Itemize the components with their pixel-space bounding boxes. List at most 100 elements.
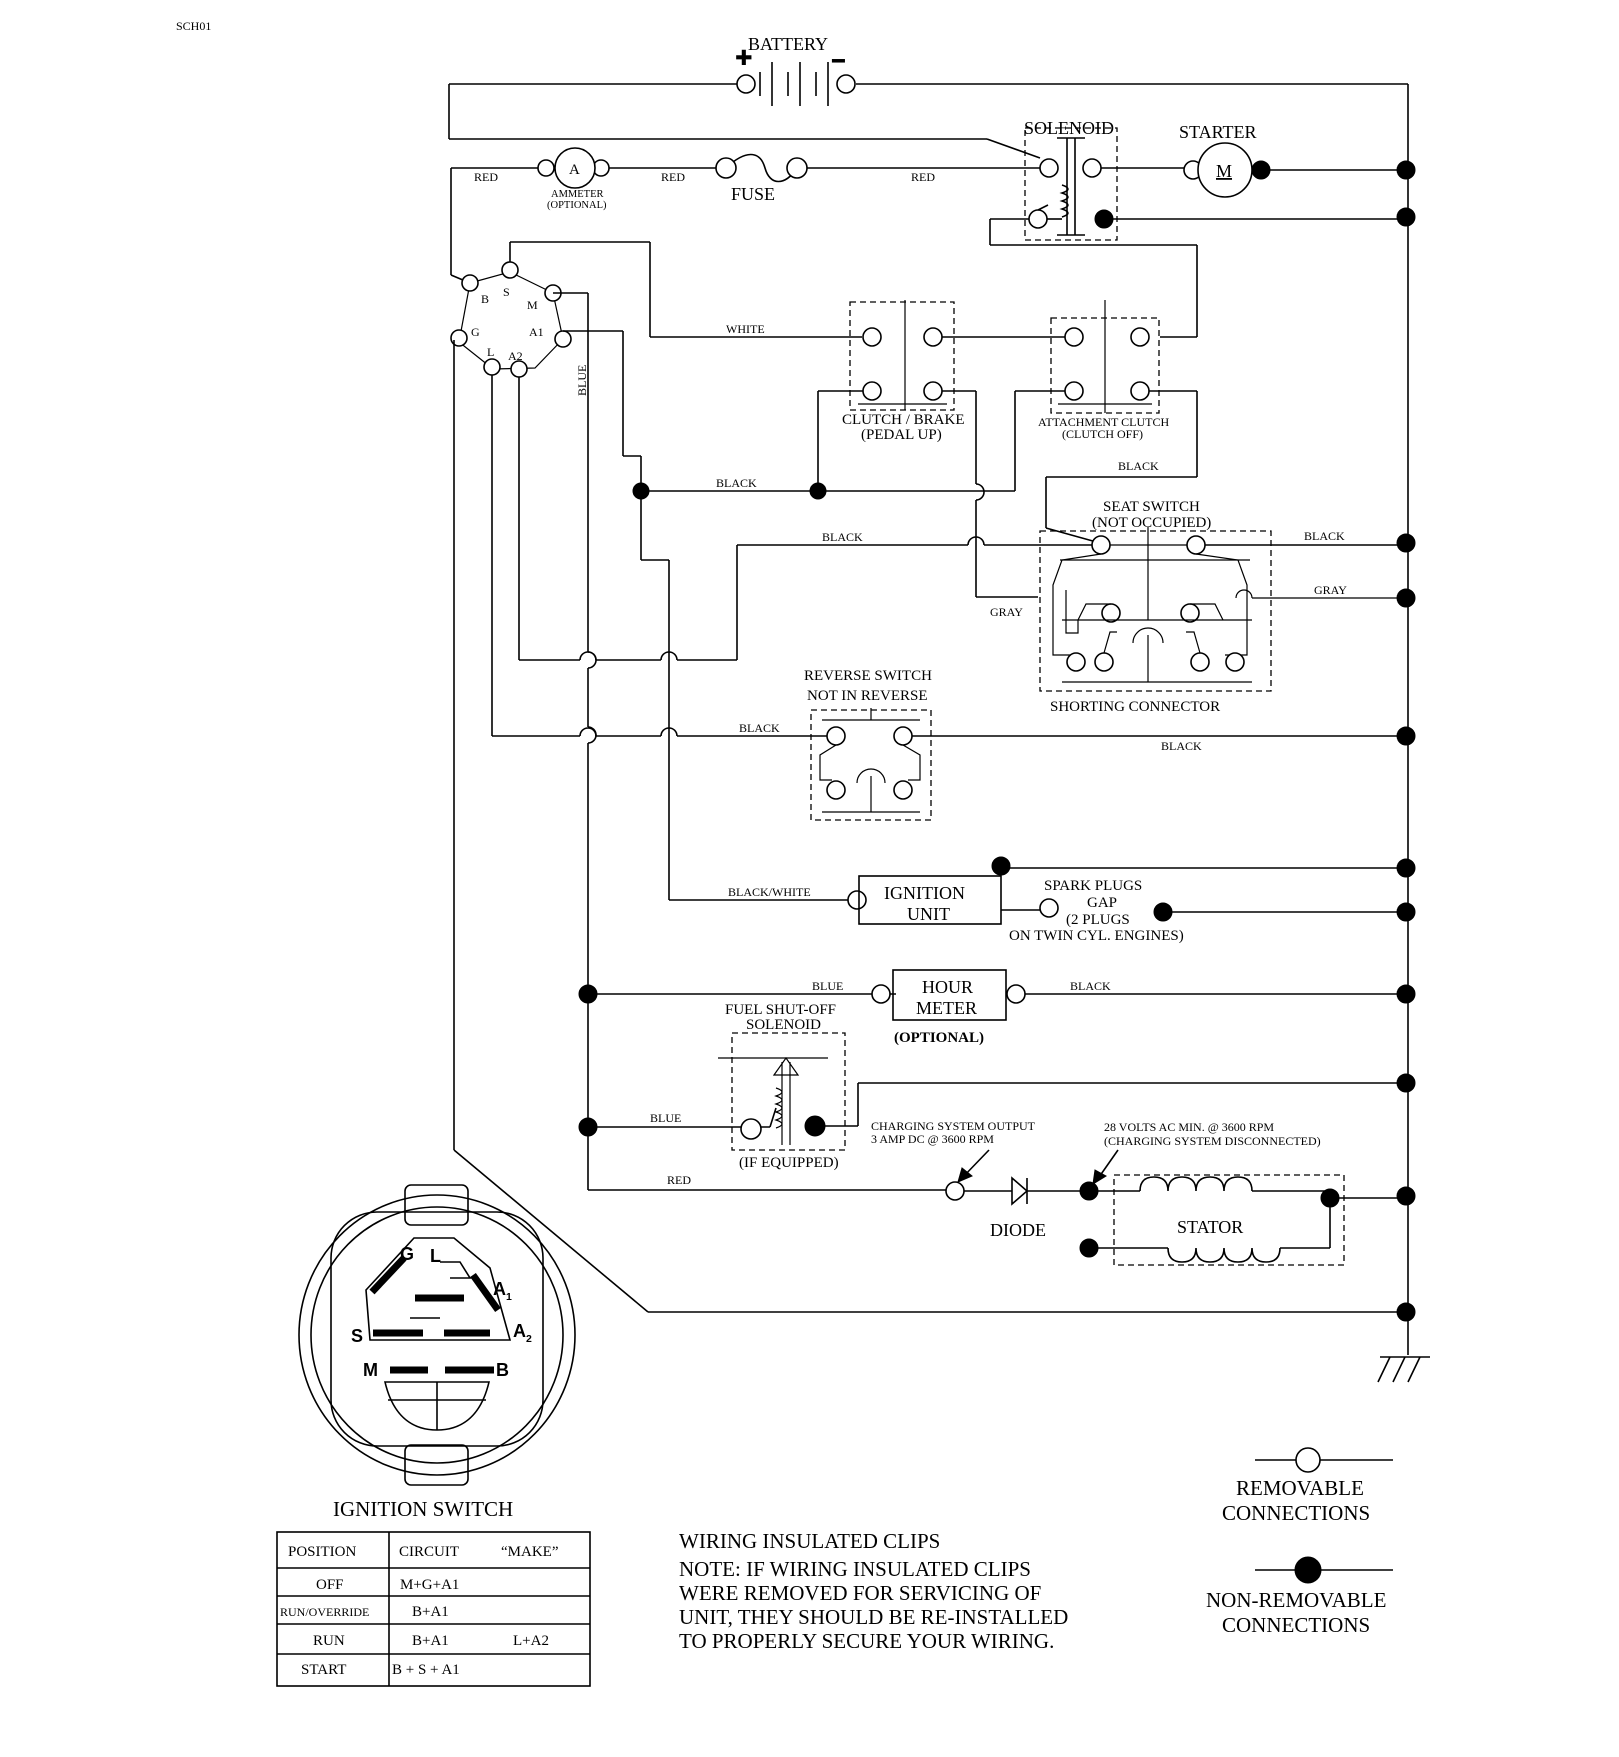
switch-face-A1-sub: 1 [506,1291,512,1303]
starter-solenoid [989,127,1416,338]
switch-face-S: S [351,1326,363,1346]
legend-removable-1: REMOVABLE [1236,1476,1364,1500]
wire-label-white: WHITE [726,322,765,336]
reverse-switch [810,708,1416,821]
switch-face-G: G [400,1244,414,1264]
switch-face-M: M [363,1360,378,1380]
terminal-B: B [481,292,489,306]
attachment-clutch-label: ATTACHMENT CLUTCH [1038,415,1169,429]
removable-connection-icon [1295,1447,1321,1473]
ignition-switch-label: IGNITION SWITCH [333,1497,513,1521]
ignition-unit-label-1: IGNITION [884,883,965,903]
diode-label: DIODE [990,1220,1046,1240]
charging-system [945,1149,1416,1266]
a2-l-wires [491,375,1093,737]
starter-motor-icon: M [1216,161,1232,181]
wire-label-red-3: RED [911,170,935,184]
ammeter-optional-label: (OPTIONAL) [547,200,607,211]
stator-label: STATOR [1177,1217,1243,1237]
reverse-switch-label: REVERSE SWITCH [804,668,932,684]
note-title: WIRING INSULATED CLIPS [679,1529,940,1553]
seat-switch [976,527,1416,692]
battery-label: BATTERY [748,34,828,54]
legend [1255,1447,1393,1584]
blue-wire [553,292,1408,1191]
note-line-3: UNIT, THEY SHOULD BE RE-INSTALLED [679,1605,1068,1629]
table-row-override-position: RUN/OVERRIDE [280,1605,369,1619]
seat-switch-state: (NOT OCCUPIED) [1092,515,1211,531]
switch-face-A2-sub: 2 [526,1333,532,1345]
table-header-circuit: CIRCUIT [399,1544,459,1560]
table-row-run-circuit: B+A1 [412,1633,449,1649]
switch-face-A2: A [513,1321,526,1341]
wire-label-blue-vertical: BLUE [575,365,589,396]
terminal-G: G [471,325,480,339]
hour-meter-label-1: HOUR [922,977,973,997]
table-row-run-extra: L+A2 [513,1633,549,1649]
table-row-off-circuit: M+G+A1 [400,1577,459,1593]
wire-label-black-reverse-right: BLACK [1161,739,1202,753]
battery-plus-icon: ✚ [735,47,753,70]
ignition-unit-label-2: UNIT [907,904,950,924]
wire-label-blue-fuel: BLUE [650,1111,681,1125]
hour-meter-label-2: METER [916,998,977,1018]
fuel-solenoid-label-1: FUEL SHUT-OFF [725,1002,836,1018]
table-row-off-position: OFF [316,1577,344,1593]
attachment-clutch-switch [1014,300,1198,544]
spark-plugs-label-1: SPARK PLUGS [1044,878,1142,894]
fuel-solenoid-label-2: SOLENOID [746,1017,821,1033]
table-row-start-circuit: B + S + A1 [392,1662,460,1678]
stator-volts-label-1: 28 VOLTS AC MIN. @ 3600 RPM [1104,1120,1274,1134]
switch-face-A1: A [493,1279,506,1299]
ground-bus [1377,84,1430,1383]
clutch-brake-label: CLUTCH / BRAKE [842,412,965,428]
table-header-make: “MAKE” [501,1544,558,1560]
battery: ✚ ━ [448,47,1408,159]
terminal-L: L [487,345,494,359]
white-wire [509,241,1065,338]
black-clutch-bus [563,330,1015,901]
charging-output-label-2: 3 AMP DC @ 3600 RPM [871,1132,994,1146]
legend-nonremovable-1: NON-REMOVABLE [1206,1588,1386,1612]
ammeter-label: AMMETER [551,189,604,200]
seat-switch-label: SEAT SWITCH [1103,499,1200,515]
spark-plugs-label-3: (2 PLUGS [1066,912,1130,928]
wire-label-black-white: BLACK/WHITE [728,885,811,899]
fuel-solenoid-equipped: (IF EQUIPPED) [739,1155,839,1171]
terminal-A1: A1 [529,325,544,339]
terminal-A2: A2 [508,349,523,363]
wire-label-black-seat-left: BLACK [822,530,863,544]
non-removable-connection-icon [1294,1556,1322,1584]
wire-label-gray-right: GRAY [1314,583,1347,597]
wire-label-black-hour: BLACK [1070,979,1111,993]
wire-label-black-clutch: BLACK [716,476,757,490]
wire-label-black-seat-right: BLACK [1304,529,1345,543]
clutch-brake-switch [817,300,985,597]
charging-output-label-1: CHARGING SYSTEM OUTPUT [871,1119,1036,1133]
ammeter-icon: A [569,162,580,178]
terminal-S: S [503,285,510,299]
starter-label: STARTER [1179,122,1256,142]
stator-volts-label-2: (CHARGING SYSTEM DISCONNECTED) [1104,1134,1321,1148]
table-row-override-circuit: B+A1 [412,1604,449,1620]
solenoid-label: SOLENOID [1024,118,1114,138]
switch-face-B: B [496,1360,509,1380]
clutch-brake-state: (PEDAL UP) [861,427,942,443]
shorting-connector-label: SHORTING CONNECTOR [1050,699,1220,715]
attachment-clutch-state: (CLUTCH OFF) [1062,427,1143,441]
note-line-4: TO PROPERLY SECURE YOUR WIRING. [679,1629,1054,1653]
note-line-1: NOTE: IF WIRING INSULATED CLIPS [679,1557,1031,1581]
spark-plugs-label-2: GAP [1087,895,1117,911]
wire-label-gray-left: GRAY [990,605,1023,619]
table-row-run-position: RUN [313,1633,345,1649]
spark-plugs-label-4: ON TWIN CYL. ENGINES) [1009,928,1184,944]
ignition-unit [847,856,1416,925]
legend-removable-2: CONNECTIONS [1222,1501,1370,1525]
ignition-switch-face [298,1184,576,1486]
note-line-2: WERE REMOVED FOR SERVICING OF [679,1581,1041,1605]
battery-minus-icon: ━ [831,50,845,73]
fuel-shutoff-solenoid [578,1032,1416,1151]
fuse-label: FUSE [731,184,775,204]
ignition-switch-table [276,1531,591,1687]
reverse-switch-state: NOT IN REVERSE [807,688,928,704]
